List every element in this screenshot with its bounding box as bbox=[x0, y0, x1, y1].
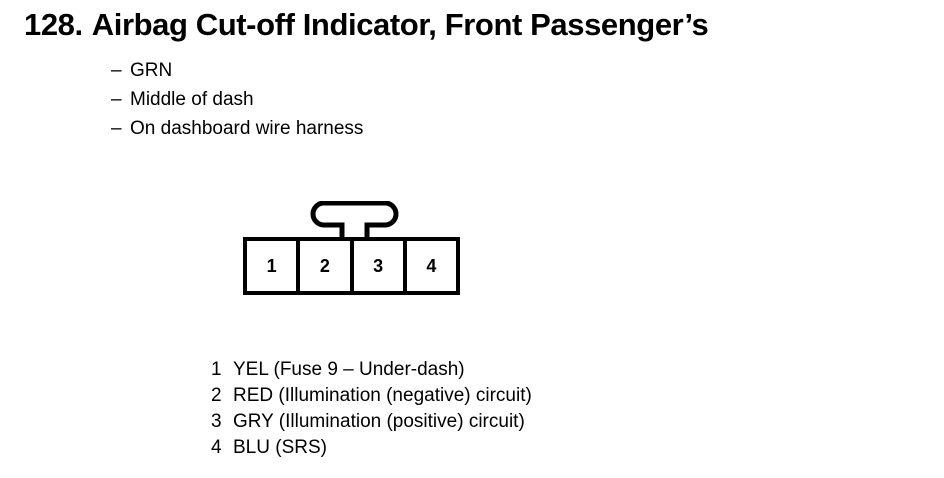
dash-icon: – bbox=[111, 60, 122, 81]
legend-pin-label: BLU (SRS) bbox=[233, 437, 327, 458]
connector-pin-2: 2 bbox=[300, 241, 354, 291]
page-title-number: 128. bbox=[24, 7, 83, 42]
pin-legend: 1 YEL (Fuse 9 – Under-dash) 2 RED (Illumin… bbox=[211, 357, 811, 461]
legend-pin-number: 3 bbox=[211, 411, 222, 432]
page-title-text: Airbag Cut-off Indicator, Front Passenge… bbox=[91, 7, 709, 42]
connector-pin-1: 1 bbox=[247, 241, 301, 291]
legend-row: 4 BLU (SRS) bbox=[211, 435, 811, 461]
legend-row: 1 YEL (Fuse 9 – Under-dash) bbox=[211, 357, 811, 383]
legend-pin-label: RED (Illumination (negative) circuit) bbox=[233, 385, 532, 406]
connector-latch-tab-icon bbox=[307, 201, 402, 241]
legend-pin-number: 4 bbox=[211, 437, 222, 458]
list-item-label: Middle of dash bbox=[130, 89, 254, 110]
connector-pin-3: 3 bbox=[353, 241, 407, 291]
connector-pin-4: 4 bbox=[406, 241, 456, 291]
list-item: –Middle of dash bbox=[111, 85, 611, 114]
legend-pin-number: 2 bbox=[211, 385, 222, 406]
connector-details-list: –GRN –Middle of dash –On dashboard wire … bbox=[111, 56, 611, 143]
list-item: –On dashboard wire harness bbox=[111, 114, 611, 143]
list-item: –GRN bbox=[111, 56, 611, 85]
page-title: 128.Airbag Cut-off Indicator, Front Pass… bbox=[24, 6, 934, 44]
legend-pin-label: YEL (Fuse 9 – Under-dash) bbox=[233, 359, 465, 380]
connector-diagram: 1 2 3 4 bbox=[243, 201, 473, 301]
dash-icon: – bbox=[111, 89, 122, 110]
dash-icon: – bbox=[111, 118, 122, 139]
legend-pin-label: GRY (Illumination (positive) circuit) bbox=[233, 411, 525, 432]
legend-row: 3 GRY (Illumination (positive) circuit) bbox=[211, 409, 811, 435]
legend-row: 2 RED (Illumination (negative) circuit) bbox=[211, 383, 811, 409]
legend-pin-number: 1 bbox=[211, 359, 222, 380]
connector-body: 1 2 3 4 bbox=[243, 237, 460, 295]
list-item-label: On dashboard wire harness bbox=[130, 118, 364, 139]
list-item-label: GRN bbox=[130, 60, 173, 81]
